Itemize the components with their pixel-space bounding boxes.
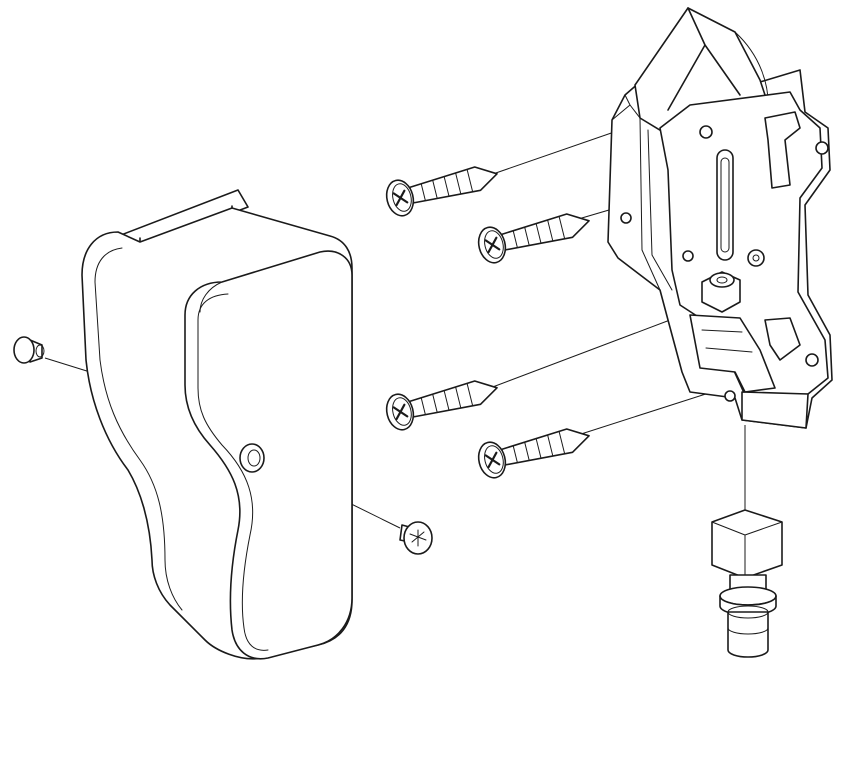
mounting-screw-2-icon [473, 202, 595, 267]
mounting-screw-3-icon [381, 369, 503, 434]
cover-pin-icon [13, 336, 45, 364]
hex-bolt-icon [711, 509, 783, 658]
handle-cover-icon [81, 189, 353, 660]
mounting-screw-1-icon [381, 155, 503, 220]
latch-bracket-icon [607, 7, 833, 429]
mounting-screw-4-icon [473, 417, 595, 482]
cover-screw-icon [399, 521, 433, 555]
